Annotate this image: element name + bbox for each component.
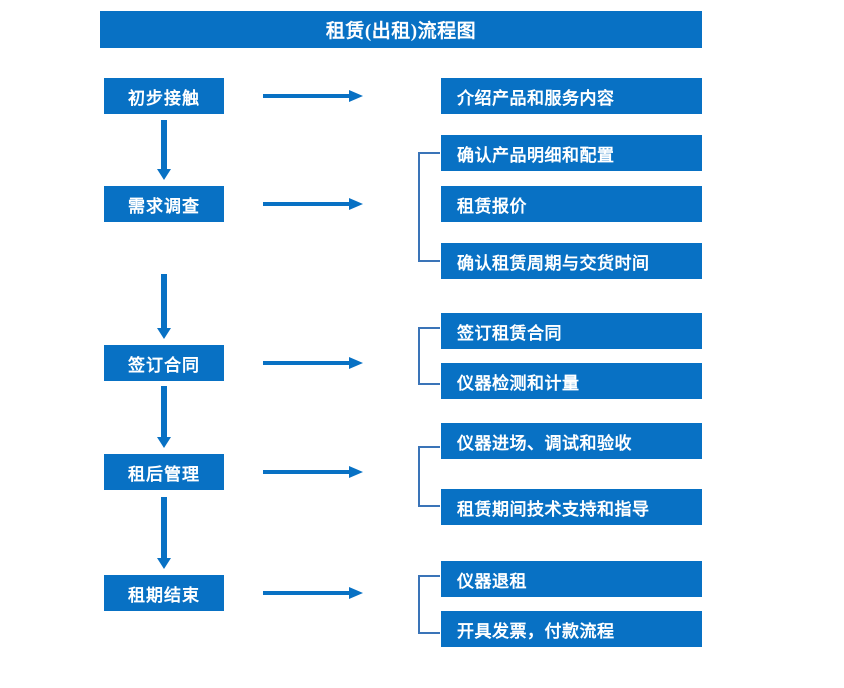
arrow-head	[157, 328, 171, 339]
detail-label: 开具发票，付款流程	[457, 621, 615, 641]
bracket-stage-2	[418, 152, 440, 262]
arrow-head	[349, 90, 363, 102]
stage-node-sign-contract[interactable]: 签订合同	[104, 345, 224, 381]
detail-label: 介绍产品和服务内容	[457, 88, 615, 108]
arrow-shaft	[263, 361, 351, 365]
detail-label: 仪器检测和计量	[457, 373, 580, 393]
arrow-shaft	[161, 386, 167, 437]
detail-node-3-2[interactable]: 仪器检测和计量	[441, 363, 702, 399]
stage-node-post-rental-management[interactable]: 租后管理	[104, 454, 224, 490]
detail-label: 租赁报价	[457, 196, 527, 216]
arrow-head	[349, 466, 363, 478]
stage-node-demand-survey[interactable]: 需求调查	[104, 186, 224, 222]
detail-node-4-2[interactable]: 租赁期间技术支持和指导	[441, 489, 702, 525]
arrow-head	[349, 198, 363, 210]
detail-label: 仪器进场、调试和验收	[457, 433, 632, 453]
stage-node-initial-contact[interactable]: 初步接触	[104, 78, 224, 114]
bracket-stage-4	[418, 446, 440, 507]
bracket-stage-3	[418, 327, 440, 385]
arrow-shaft	[263, 591, 351, 595]
arrow-head	[349, 357, 363, 369]
arrow-shaft	[161, 120, 167, 169]
bracket-stage-5	[418, 575, 440, 634]
detail-label: 租赁期间技术支持和指导	[457, 499, 650, 519]
arrow-down-stage-2-to-3	[157, 274, 171, 339]
arrow-down-stage-4-to-5	[157, 497, 171, 569]
detail-label: 确认产品明细和配置	[457, 145, 615, 165]
arrow-shaft	[161, 274, 167, 328]
arrow-head	[157, 169, 171, 180]
arrow-right-stage-1	[263, 90, 363, 102]
arrow-head	[157, 558, 171, 569]
detail-node-2-2[interactable]: 租赁报价	[441, 186, 702, 222]
stage-label: 租期结束	[128, 585, 200, 605]
detail-node-1-1[interactable]: 介绍产品和服务内容	[441, 78, 702, 114]
arrow-shaft	[263, 202, 351, 206]
arrow-down-stage-1-to-2	[157, 120, 171, 180]
arrow-head	[157, 437, 171, 448]
arrow-right-stage-4	[263, 466, 363, 478]
detail-node-4-1[interactable]: 仪器进场、调试和验收	[441, 423, 702, 459]
detail-label: 仪器退租	[457, 571, 527, 591]
detail-node-5-2[interactable]: 开具发票，付款流程	[441, 611, 702, 647]
page-title: 租赁(出租)流程图	[100, 11, 702, 48]
detail-node-5-1[interactable]: 仪器退租	[441, 561, 702, 597]
detail-node-2-3[interactable]: 确认租赁周期与交货时间	[441, 243, 702, 279]
stage-label: 签订合同	[128, 355, 200, 375]
detail-label: 签订租赁合同	[457, 323, 562, 343]
arrow-right-stage-3	[263, 357, 363, 369]
detail-node-3-1[interactable]: 签订租赁合同	[441, 313, 702, 349]
arrow-right-stage-5	[263, 587, 363, 599]
arrow-shaft	[263, 470, 351, 474]
arrow-down-stage-3-to-4	[157, 386, 171, 448]
stage-node-lease-end[interactable]: 租期结束	[104, 575, 224, 611]
arrow-shaft	[263, 94, 351, 98]
stage-label: 需求调查	[128, 196, 200, 216]
arrow-head	[349, 587, 363, 599]
arrow-shaft	[161, 497, 167, 558]
arrow-right-stage-2	[263, 198, 363, 210]
stage-label: 租后管理	[128, 464, 200, 484]
detail-label: 确认租赁周期与交货时间	[457, 253, 650, 273]
stage-label: 初步接触	[128, 88, 200, 108]
detail-node-2-1[interactable]: 确认产品明细和配置	[441, 135, 702, 171]
